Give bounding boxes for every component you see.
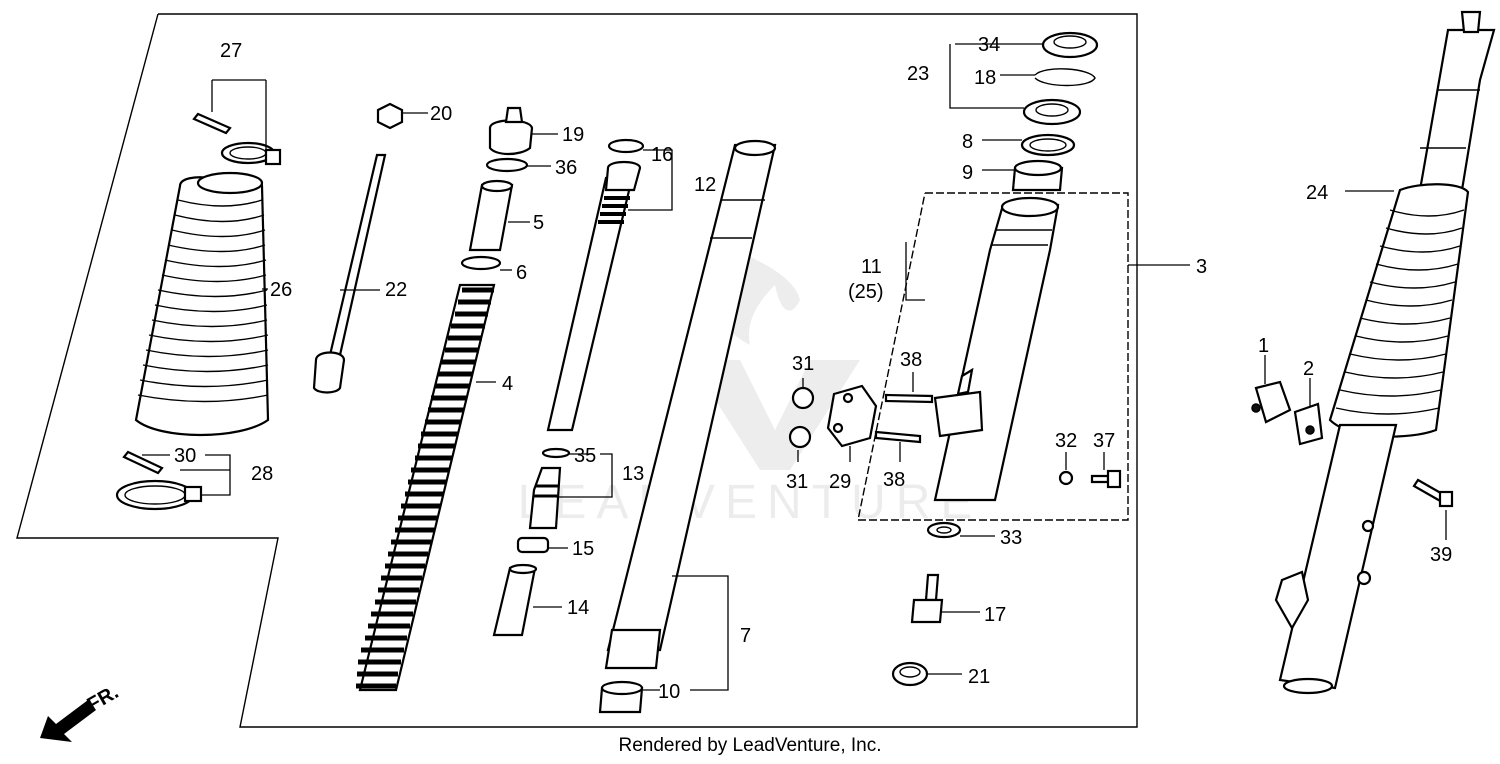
callout-23: 23 (907, 63, 929, 85)
callout-13: 13 (622, 463, 644, 485)
part-24-fork-assembly (1274, 10, 1496, 695)
callout-10: 10 (658, 681, 680, 703)
callout-24: 24 (1306, 182, 1328, 204)
callout-29: 29 (829, 471, 851, 493)
part-16-piston-ring (607, 138, 645, 154)
callout-7: 7 (740, 625, 751, 647)
callout-34: 34 (978, 34, 1000, 56)
sub-assembly-frame (857, 192, 1129, 521)
callout-25: (25) (848, 281, 884, 303)
callout-35: 35 (574, 445, 596, 467)
part-36-o-ring (485, 157, 529, 173)
part-28-clamp (115, 479, 203, 511)
part-1-axle-holder (1251, 380, 1292, 424)
part-2-axle-holder (1293, 402, 1324, 446)
part-11-fork-slider (933, 196, 1060, 502)
part-15-bushing (516, 536, 550, 554)
part-4-fork-spring (356, 283, 496, 692)
part-21-washer (891, 661, 929, 687)
part-26-dust-boot (134, 171, 270, 437)
callout-2: 2 (1303, 358, 1314, 380)
callout-31-upper: 31 (792, 353, 814, 375)
callout-labels: 27 26 30 28 20 22 19 36 5 6 4 16 12 35 1… (174, 34, 1452, 703)
part-39-bolt (1412, 478, 1454, 508)
front-direction-arrow: FR. (40, 681, 122, 742)
part-23-oil-seal (1022, 98, 1082, 126)
part-14-bushing (492, 563, 538, 637)
part-8-back-up-ring (1020, 133, 1076, 157)
callout-8: 8 (962, 131, 973, 153)
callout-27: 27 (220, 40, 242, 62)
part-34-dust-seal (1041, 31, 1099, 59)
callout-15: 15 (572, 538, 594, 560)
part-5-spacer (468, 179, 514, 252)
callout-12: 12 (694, 174, 716, 196)
watermark-logo: LEADVENTURE (518, 250, 983, 529)
part-27-bolt-and-clamp (192, 112, 282, 166)
part-13-oil-lock-piece (528, 466, 562, 530)
part-30-bolt (122, 450, 164, 475)
part-18-stopper-ring (1034, 68, 1096, 87)
callout-6: 6 (516, 262, 527, 284)
part-17-drain-bolt (910, 573, 944, 624)
callout-9: 9 (962, 162, 973, 184)
part-32-nut (1058, 470, 1074, 486)
part-20-nut (376, 102, 404, 130)
callout-33: 33 (1000, 527, 1022, 549)
credit-text: Rendered by LeadVenture, Inc. (618, 735, 882, 756)
callout-26: 26 (270, 279, 292, 301)
part-6-washer (460, 255, 502, 271)
callout-36: 36 (555, 157, 577, 179)
callout-4: 4 (502, 373, 513, 395)
watermark-text: LEADVENTURE (518, 476, 983, 529)
callout-19: 19 (562, 124, 584, 146)
callout-30: 30 (174, 445, 196, 467)
part-35-clip (541, 447, 571, 459)
part-38-stud-upper (884, 393, 934, 404)
callout-28: 28 (251, 463, 273, 485)
callout-11: 11 (861, 256, 882, 278)
callout-20: 20 (430, 103, 452, 125)
leader-lines (142, 43, 1447, 691)
part-29-axle-holder (826, 384, 878, 448)
callout-21: 21 (968, 666, 990, 688)
callout-39: 39 (1430, 544, 1452, 566)
part-38-stud-lower (874, 430, 922, 444)
callout-37: 37 (1093, 430, 1115, 452)
callout-3: 3 (1196, 256, 1207, 278)
part-19-fork-cap (488, 106, 534, 156)
part-33-washer (926, 521, 962, 539)
callout-17: 17 (984, 604, 1006, 626)
callout-5: 5 (533, 212, 544, 234)
callout-38-lower: 38 (883, 469, 905, 491)
callout-18: 18 (974, 67, 996, 89)
callout-22: 22 (385, 279, 407, 301)
part-9-slider-bushing (1011, 159, 1064, 192)
callout-32: 32 (1055, 430, 1077, 452)
part-22-damper-rod (312, 153, 387, 394)
frame-outline (16, 13, 1138, 728)
part-31-nut-lower (788, 425, 812, 449)
callout-16: 16 (651, 144, 673, 166)
part-12-piston-tube (546, 160, 642, 432)
part-31-nut-upper (791, 386, 815, 410)
part-37-bolt (1090, 469, 1122, 489)
callout-14: 14 (567, 597, 589, 619)
part-10-oil-seal (598, 680, 644, 714)
callout-38-upper: 38 (900, 349, 922, 371)
part-7-fork-tube (604, 139, 777, 670)
callout-1: 1 (1258, 335, 1269, 357)
callout-31-lower: 31 (786, 471, 808, 493)
